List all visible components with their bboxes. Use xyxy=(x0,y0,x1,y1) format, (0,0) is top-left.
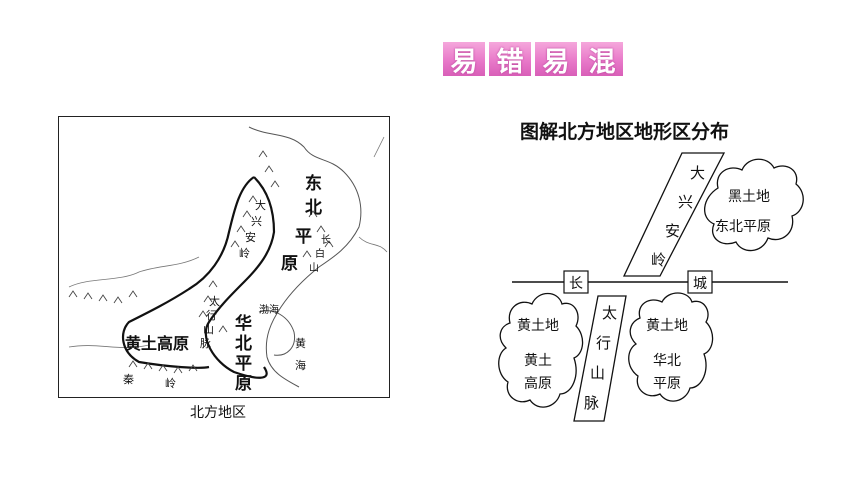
mountain-symbols xyxy=(68,150,334,374)
diag-daxinganling-4: 岭 xyxy=(651,251,666,269)
map-label-daxinganling-2: 兴 xyxy=(251,215,262,228)
map-label-taihang-3: 山 xyxy=(203,323,214,336)
map-caption: 北方地区 xyxy=(190,405,246,421)
map-label-loess-plateau: 黄土高原 xyxy=(125,334,189,353)
map-label-huabei-2: 北 xyxy=(235,334,252,354)
diag-taihang-3: 山 xyxy=(590,364,605,382)
map-label-changbai-3: 山 xyxy=(309,262,319,274)
huabei-cloud xyxy=(628,292,714,402)
diag-taihang-4: 脉 xyxy=(584,394,599,412)
great-wall-label-1: 长 xyxy=(569,276,583,292)
map-label-changbai-2: 白 xyxy=(315,247,325,260)
ne-cloud-line-2: 东北平原 xyxy=(715,219,771,235)
map-label-daxinganling-1: 大 xyxy=(255,198,266,212)
loess-cloud-line-1: 黄土地 xyxy=(517,317,559,334)
map-label-huabei-1: 华 xyxy=(235,313,252,334)
map-label-qinling-2: 岭 xyxy=(165,376,176,390)
map-label-huabei-4: 原 xyxy=(235,374,252,394)
great-wall-label-2: 城 xyxy=(693,276,707,292)
diag-daxinganling-1: 大 xyxy=(690,164,705,182)
map-label-dongbei-1: 东 xyxy=(305,173,322,194)
map-label-dongbei-2: 北 xyxy=(305,198,322,218)
map-label-huanghai-1: 黄 xyxy=(295,336,306,350)
great-wall-box-1 xyxy=(563,270,589,294)
map-label-dongbei-3: 平 xyxy=(295,227,312,247)
map-label-huanghai-2: 海 xyxy=(295,358,306,372)
loess-cloud xyxy=(498,292,584,408)
map-label-taihang-2: 行 xyxy=(206,309,217,322)
map-label-daxinganling-4: 岭 xyxy=(239,246,250,260)
banner-char-4: 混 xyxy=(581,42,623,78)
ne-cloud-line-1: 黑土地 xyxy=(728,189,770,205)
banner-char-3: 易 xyxy=(535,42,577,78)
north-china-map: 东 北 平 原 黄土高原 华 北 平 原 大 兴 安 岭 太 行 山 脉 长 白… xyxy=(58,116,390,398)
section-banner: 易 错 易 混 xyxy=(443,42,623,78)
banner-char-1: 易 xyxy=(443,42,485,78)
diagram-drawing: 长 城 大 兴 安 岭 太 行 山 脉 黑土地 东北平原 黄土地 黄土 高原 黄… xyxy=(498,152,804,422)
map-label-taihang-4: 脉 xyxy=(200,336,211,350)
map-label-taihang-1: 太 xyxy=(209,295,220,308)
coastline xyxy=(248,126,362,388)
taihang-band xyxy=(573,295,627,422)
map-drawing: 东 北 平 原 黄土高原 华 北 平 原 大 兴 安 岭 太 行 山 脉 长 白… xyxy=(68,126,388,394)
map-label-dongbei-4: 原 xyxy=(281,254,298,274)
map-label-bohai: 渤海 xyxy=(259,303,279,316)
ne-cloud xyxy=(704,158,804,252)
diagram-title: 图解北方地区地形区分布 xyxy=(520,121,730,143)
loess-cloud-line-2: 黄土 xyxy=(524,352,552,369)
diag-taihang-1: 太 xyxy=(602,304,617,322)
huabei-cloud-line-2: 华北 xyxy=(653,353,681,369)
loess-cloud-line-3: 高原 xyxy=(524,375,552,392)
landform-diagram: 长 城 大 兴 安 岭 太 行 山 脉 黑土地 东北平原 黄土地 黄土 高原 黄… xyxy=(490,108,820,438)
banner-char-2: 错 xyxy=(489,42,531,78)
map-label-huabei-3: 平 xyxy=(235,354,252,374)
diag-daxinganling-3: 安 xyxy=(665,222,680,240)
bohai-coast xyxy=(258,310,296,356)
map-label-qinling-1: 秦 xyxy=(123,372,134,386)
huabei-cloud-line-1: 黄土地 xyxy=(646,317,688,334)
border-lines xyxy=(358,136,388,253)
huabei-cloud-line-3: 平原 xyxy=(653,376,681,392)
northern-region-boundary xyxy=(121,176,276,379)
map-label-changbai-1: 长 xyxy=(321,234,331,246)
river-lines xyxy=(68,256,200,348)
diag-daxinganling-2: 兴 xyxy=(678,193,693,211)
great-wall-box-2 xyxy=(687,270,713,294)
daxinganling-band xyxy=(622,152,726,277)
diag-taihang-2: 行 xyxy=(596,334,611,352)
map-label-daxinganling-3: 安 xyxy=(245,230,256,244)
